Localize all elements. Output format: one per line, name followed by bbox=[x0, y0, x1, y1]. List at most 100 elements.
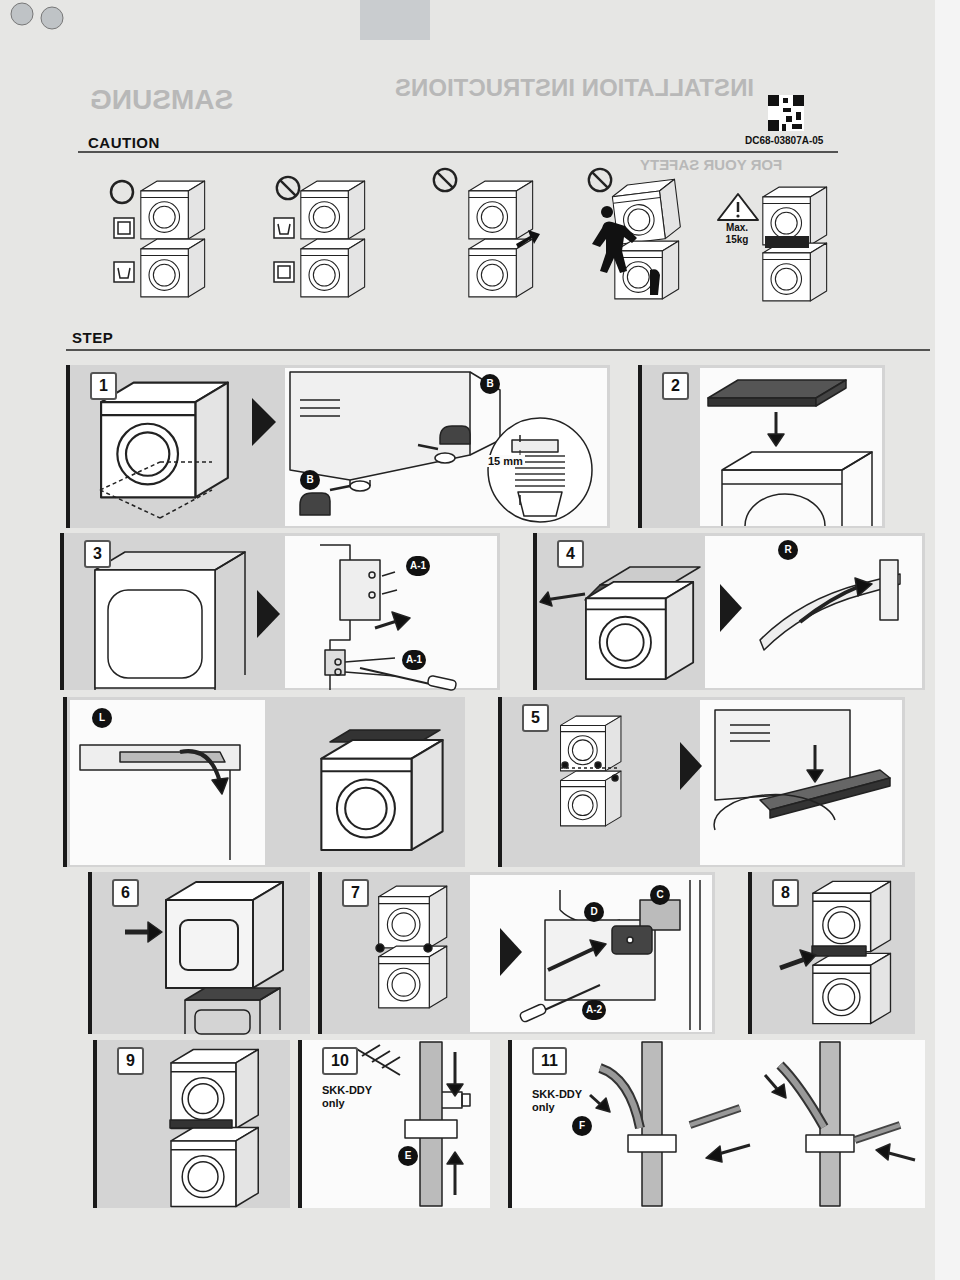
step-number: 3 bbox=[84, 540, 111, 568]
illustration-part bbox=[405, 1120, 457, 1138]
illustration-part bbox=[114, 262, 134, 282]
document-code: DC68-03807A-05 bbox=[745, 135, 823, 146]
illustration-part bbox=[376, 944, 384, 952]
illustration-part bbox=[807, 770, 823, 782]
illustration-part bbox=[545, 920, 655, 1000]
part-letter: D bbox=[584, 902, 604, 922]
illustration-part bbox=[519, 435, 521, 442]
illustration-part bbox=[812, 946, 866, 956]
part-letter: B bbox=[300, 470, 320, 490]
illustration-part bbox=[298, 1040, 302, 1208]
illustration-part bbox=[627, 937, 633, 943]
illustration-part bbox=[680, 742, 702, 790]
illustration-part bbox=[360, 0, 430, 40]
step-number: 2 bbox=[662, 372, 689, 400]
illustration-part bbox=[515, 467, 565, 469]
illustration-part bbox=[278, 224, 290, 234]
step-panel: 9 bbox=[95, 1040, 290, 1208]
illustration-part bbox=[793, 95, 804, 106]
illustration-part bbox=[462, 1094, 470, 1106]
illustration-part bbox=[768, 434, 784, 446]
step-number: 4 bbox=[557, 540, 584, 568]
illustration-part bbox=[301, 239, 365, 297]
part-letter: R bbox=[778, 540, 798, 560]
illustration-part bbox=[642, 1042, 662, 1206]
illustration-part bbox=[300, 493, 330, 515]
illustration-part bbox=[141, 239, 205, 297]
illustration-part bbox=[63, 697, 67, 867]
illustration-part bbox=[360, 668, 430, 684]
illustration-part bbox=[62, 365, 925, 1208]
illustration-part bbox=[252, 398, 276, 446]
illustration-part bbox=[880, 560, 898, 620]
illustration-part bbox=[180, 751, 220, 782]
illustration-part bbox=[590, 1095, 600, 1104]
illustration-part bbox=[722, 452, 872, 470]
illustration-part bbox=[500, 697, 905, 867]
illustration-part bbox=[66, 365, 70, 528]
illustration-part bbox=[212, 778, 228, 794]
illustration-part bbox=[41, 7, 63, 29]
illustration-part bbox=[533, 533, 537, 690]
illustration-part bbox=[321, 740, 442, 850]
illustration-part bbox=[185, 988, 280, 1034]
dimension: 15 mm bbox=[486, 455, 525, 467]
step-panel: 10SKK-DDY only bbox=[300, 1040, 490, 1208]
illustration-part bbox=[379, 886, 447, 948]
illustration-part bbox=[708, 398, 816, 406]
illustration-part bbox=[640, 365, 885, 528]
part-letter: E bbox=[398, 1146, 418, 1166]
illustration-part bbox=[700, 700, 902, 865]
illustration-part bbox=[690, 880, 700, 1030]
illustration-part bbox=[160, 490, 212, 518]
illustration-part bbox=[768, 95, 779, 106]
illustration-part bbox=[612, 775, 618, 781]
illustration-part bbox=[519, 1003, 547, 1023]
illustration-part bbox=[518, 492, 562, 516]
illustration-part bbox=[562, 762, 568, 768]
illustration-part bbox=[515, 485, 565, 487]
illustration-part bbox=[80, 745, 240, 770]
illustration-part bbox=[763, 243, 827, 301]
illustration-part bbox=[628, 1135, 676, 1152]
illustration-part bbox=[320, 872, 715, 1034]
illustration-part bbox=[650, 269, 660, 295]
step-number: 8 bbox=[772, 879, 799, 907]
illustration-part bbox=[257, 590, 280, 638]
illustration-part bbox=[730, 732, 770, 734]
part-letter: F bbox=[572, 1116, 592, 1136]
illustration-part bbox=[11, 3, 33, 25]
illustration-part bbox=[345, 658, 395, 662]
illustration-part bbox=[612, 926, 652, 954]
illustration-part bbox=[540, 592, 552, 606]
bleed-through-brand: SAMSUNG bbox=[90, 84, 233, 116]
illustration-part bbox=[148, 922, 162, 942]
illustration-part bbox=[435, 453, 455, 463]
illustration-part bbox=[690, 1108, 740, 1125]
illustration-part bbox=[88, 872, 92, 1034]
illustration-part bbox=[185, 988, 280, 1000]
illustration-part bbox=[300, 1040, 490, 1208]
part-letter: A-1 bbox=[402, 650, 426, 670]
illustration-part bbox=[595, 762, 601, 768]
illustration-part bbox=[111, 181, 133, 203]
illustration-part bbox=[114, 218, 294, 282]
illustration-part bbox=[714, 795, 835, 830]
illustration-part bbox=[440, 426, 470, 444]
illustration-part bbox=[274, 262, 294, 282]
illustration-part bbox=[382, 572, 395, 576]
illustration-part bbox=[780, 1065, 824, 1127]
part-letter: A-2 bbox=[582, 1000, 606, 1020]
step-number: 10 bbox=[322, 1047, 358, 1075]
illustration-part bbox=[498, 697, 502, 867]
step-panel: 6 bbox=[90, 872, 310, 1034]
part-letter: C bbox=[650, 885, 670, 905]
illustration-part bbox=[560, 890, 620, 923]
illustration-part bbox=[792, 124, 802, 129]
illustration-part bbox=[379, 946, 447, 1008]
bleed-through-title: INSTALLATION INSTRUCTIONS bbox=[395, 74, 754, 102]
step-panel: 3 bbox=[62, 533, 500, 690]
illustration-part bbox=[369, 572, 375, 578]
